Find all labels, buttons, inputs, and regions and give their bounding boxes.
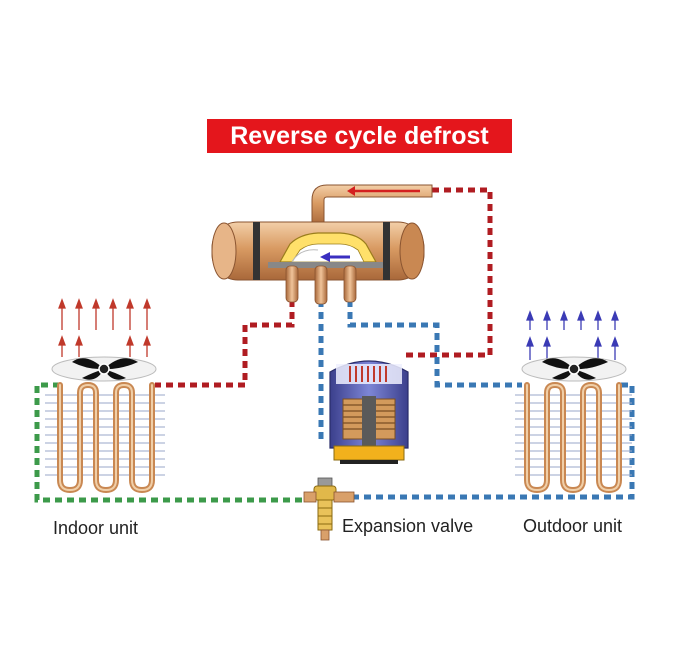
outdoor-fan-icon — [521, 356, 627, 382]
indoor-coil-icon — [45, 381, 165, 494]
outdoor-cool-arrows — [526, 310, 619, 360]
outdoor-to-valve — [347, 300, 522, 388]
expansion-valve-icon — [303, 477, 355, 541]
indoor-heat-arrows — [58, 298, 151, 357]
suction-line — [318, 300, 635, 500]
expansion-valve-label: Expansion valve — [342, 516, 474, 536]
hot-gas-line — [155, 187, 493, 388]
outdoor-coil-icon — [515, 381, 632, 494]
page-title: Reverse cycle defrost — [230, 121, 489, 150]
compressor-icon — [329, 360, 409, 464]
title-banner: Reverse cycle defrost — [207, 119, 512, 153]
indoor-unit-label: Indoor unit — [53, 518, 139, 538]
hot-gas-to-indoor — [155, 300, 295, 388]
indoor-fan-icon — [51, 356, 157, 382]
discharge-line — [405, 187, 493, 358]
outdoor-unit-label: Outdoor unit — [523, 516, 623, 536]
reversing-valve-icon — [211, 184, 433, 305]
valve-to-outdoor — [352, 382, 635, 500]
